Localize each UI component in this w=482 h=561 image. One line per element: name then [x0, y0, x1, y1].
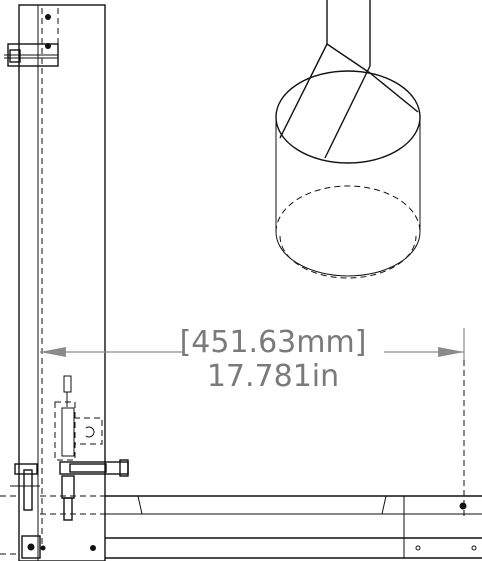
dimension-metric-label: [451.63mm]	[180, 325, 367, 360]
foot-bracket	[0, 463, 96, 559]
base-frame	[40, 495, 482, 559]
horizontal-dimension: [451.63mm] 17.781in	[40, 325, 465, 394]
top-bracket	[4, 43, 59, 67]
dimension-imperial-label: 17.781in	[207, 359, 339, 394]
hopper	[275, 0, 421, 279]
latch-assembly	[54, 375, 129, 521]
